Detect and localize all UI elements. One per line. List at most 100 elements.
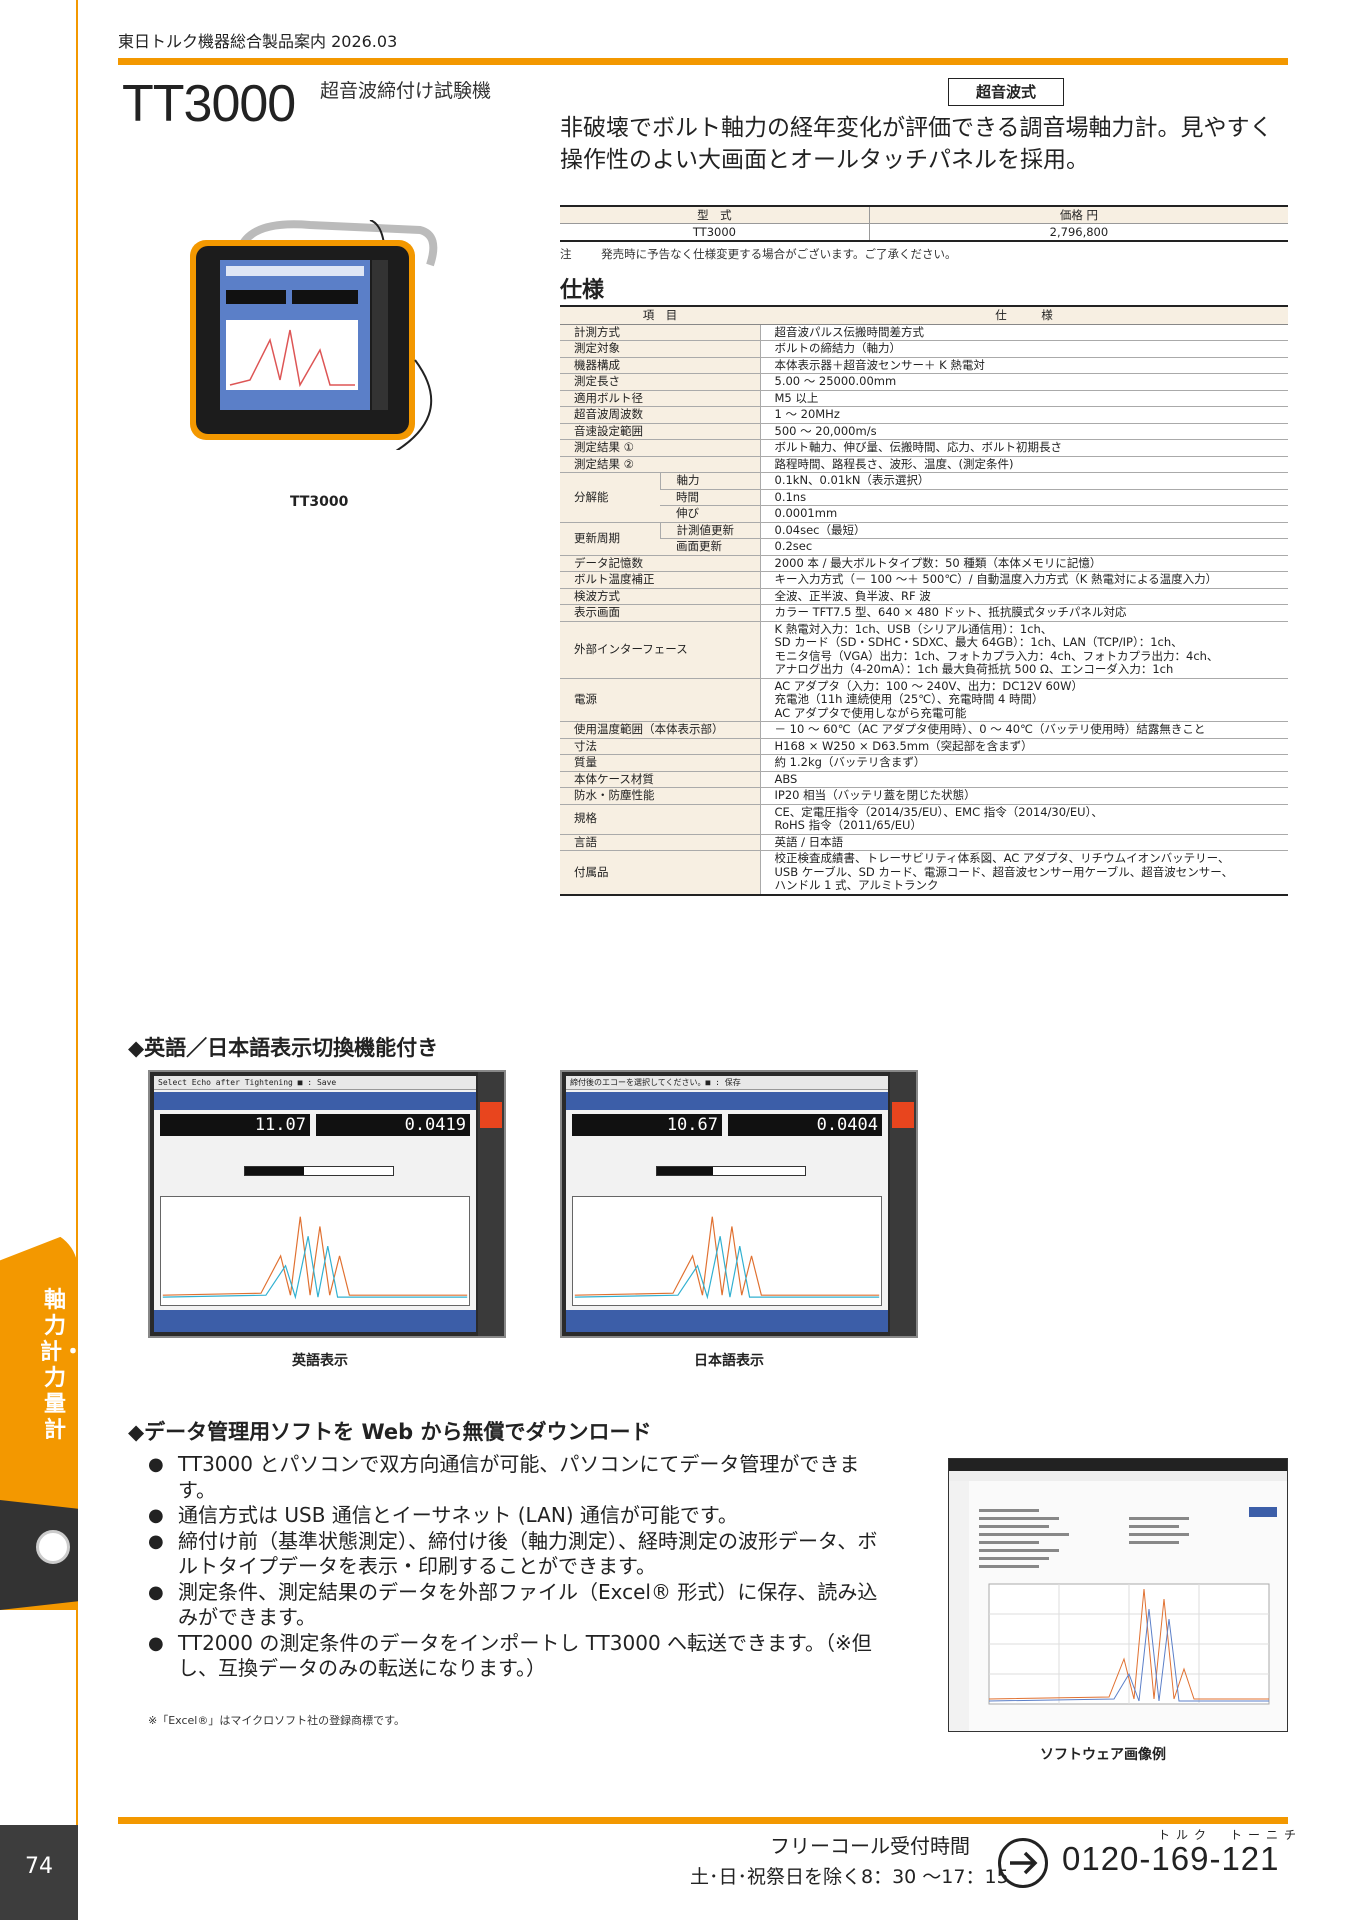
note-text: 発売時に予告なく仕様変更する場合がございます。ご了承ください。 bbox=[601, 247, 957, 261]
spec-key: 測定結果 ② bbox=[560, 456, 760, 473]
spec-row: 測定対象ボルトの締結力（軸力） bbox=[560, 340, 1288, 358]
en-readout-tension: 11.07 bbox=[160, 1114, 310, 1136]
price-model: TT3000 bbox=[560, 223, 870, 242]
spec-row: ボルト温度補正キー入力方式（－ 100 ～＋ 500℃）/ 自動温度入力方式（K… bbox=[560, 571, 1288, 589]
software-bullets: TT3000 とパソコンで双方向通信が可能、パソコンにてデータ管理ができます。 … bbox=[148, 1452, 888, 1682]
spec-value: 全波、正半波、負半波、RF 波 bbox=[759, 588, 1288, 605]
spec-value: 0.0001mm bbox=[759, 505, 1288, 523]
spec-row: 言語英語 / 日本語 bbox=[560, 834, 1288, 851]
spec-value: 英語 / 日本語 bbox=[759, 834, 1288, 851]
software-section-title: ◆データ管理用ソフトを Web から無償でダウンロード bbox=[128, 1420, 652, 1444]
spec-value-line: SD カード（SD・SDHC・SDXC、最大 64GB）：1ch、LAN（TCP… bbox=[774, 635, 1183, 649]
spec-key: 言語 bbox=[560, 834, 760, 851]
spec-key: 本体ケース材質 bbox=[560, 771, 760, 788]
phone-number[interactable]: 0120-169-121 bbox=[1062, 1840, 1280, 1877]
gauge-icon bbox=[36, 1530, 70, 1564]
left-margin-rule bbox=[0, 0, 78, 1920]
spec-value: 本体表示器＋超音波センサー＋ K 熱電対 bbox=[759, 357, 1288, 374]
spec-value: CE、定電圧指令（2014/35/EU）、EMC 指令（2014/30/EU）、… bbox=[759, 804, 1288, 835]
spec-subkey: 画面更新 bbox=[660, 538, 760, 556]
spec-value: ボルトの締結力（軸力） bbox=[759, 340, 1288, 358]
english-caption: 英語表示 bbox=[292, 1353, 348, 1369]
japanese-caption: 日本語表示 bbox=[694, 1353, 764, 1369]
note-mark: 注 bbox=[560, 247, 572, 261]
spec-key: 機器構成 bbox=[560, 357, 760, 374]
software-screenshot bbox=[948, 1458, 1288, 1732]
spec-value: 5.00 ～ 25000.00mm bbox=[759, 373, 1288, 391]
bullet-item: 測定条件、測定結果のデータを外部ファイル（Excel® 形式）に保存、読み込みが… bbox=[148, 1580, 888, 1631]
spec-row: 計測方式超音波パルス伝搬時間差方式 bbox=[560, 324, 1288, 341]
bullet-item: 通信方式は USB 通信とイーサネット (LAN) 通信が可能です。 bbox=[148, 1503, 888, 1529]
spec-row: 表示画面カラー TFT7.5 型、640 × 480 ドット、抵抗膜式タッチパネ… bbox=[560, 604, 1288, 622]
freecall-label: フリーコール受付時間 bbox=[770, 1834, 970, 1858]
type-badge: 超音波式 bbox=[948, 78, 1064, 106]
spec-group-key: 分解能 bbox=[560, 472, 660, 523]
spec-key: 防水・防塵性能 bbox=[560, 787, 760, 805]
price-value: 2,796,800 bbox=[868, 223, 1288, 242]
jp-screen-bar: 締付後のエコーを選択してください。■ : 保存 bbox=[566, 1076, 888, 1090]
spec-value: ABS bbox=[759, 771, 1288, 788]
en-screen-bar: Select Echo after Tightening ■ : Save bbox=[154, 1076, 476, 1090]
spec-value: IP20 相当（バッテリ蓋を閉じた状態） bbox=[759, 787, 1288, 805]
spec-value: カラー TFT7.5 型、640 × 480 ドット、抵抗膜式タッチパネル対応 bbox=[759, 604, 1288, 622]
spec-key: 付属品 bbox=[560, 850, 760, 896]
lang-section-title: ◆英語／日本語表示切換機能付き bbox=[128, 1036, 439, 1060]
spec-key: データ記憶数 bbox=[560, 555, 760, 572]
spec-value: K 熱電対入力：1ch、USB（シリアル通信用）：1ch、SD カード（SD・S… bbox=[759, 621, 1288, 679]
spec-row: 質量約 1.2kg（バッテリ含まず） bbox=[560, 754, 1288, 772]
price-note: 注 発売時に予告なく仕様変更する場合がございます。ご了承ください。 bbox=[560, 246, 957, 262]
bottom-rule bbox=[118, 1817, 1288, 1824]
spec-key: 測定対象 bbox=[560, 340, 760, 358]
spec-value-line: 校正検査成績書、トレーサビリティ体系図、AC アダプタ、リチウムイオンバッテリー… bbox=[774, 851, 1230, 865]
product-lead: 非破壊でボルト軸力の経年変化が評価できる調音場軸力計。見やすく操作性のよい大画面… bbox=[560, 115, 1273, 173]
device-image bbox=[190, 220, 438, 450]
spec-value: AC アダプタ（入力：100 ～ 240V、出力：DC12V 60W）充電池（1… bbox=[759, 678, 1288, 722]
top-rule bbox=[118, 58, 1288, 65]
bullet-item: TT2000 の測定条件のデータをインポートし TT3000 へ転送できます。（… bbox=[148, 1631, 888, 1682]
spec-title: 仕様 bbox=[560, 278, 605, 303]
spec-key: 適用ボルト径 bbox=[560, 390, 760, 407]
price-header-model: 型 式 bbox=[560, 205, 870, 224]
product-title: TT3000 bbox=[122, 75, 296, 133]
spec-subkey: 計測値更新 bbox=[659, 522, 760, 539]
spec-value: キー入力方式（－ 100 ～＋ 500℃）/ 自動温度入力方式（K 熱電対による… bbox=[759, 571, 1288, 589]
spec-value: 校正検査成績書、トレーサビリティ体系図、AC アダプタ、リチウムイオンバッテリー… bbox=[759, 850, 1288, 896]
spec-key: ボルト温度補正 bbox=[560, 571, 760, 589]
spec-value-line: モニタ信号（VGA）出力：1ch、フォトカプラ入力：4ch、フォトカプラ出力：4… bbox=[774, 648, 1219, 663]
spec-value: 0.04sec（最短） bbox=[759, 522, 1288, 539]
spec-group-key: 更新周期 bbox=[560, 522, 660, 556]
page-number: 74 bbox=[25, 1854, 53, 1879]
spec-value: M5 以上 bbox=[759, 390, 1288, 407]
spec-value: 約 1.2kg（バッテリ含まず） bbox=[759, 754, 1288, 772]
spec-key: 寸法 bbox=[560, 738, 760, 755]
spec-value: 500 ～ 20,000m/s bbox=[759, 423, 1288, 440]
spec-value-line: 充電池（11h 連続使用（25℃）、充電時間 4 時間） bbox=[774, 692, 1044, 706]
spec-row: 機器構成本体表示器＋超音波センサー＋ K 熱電対 bbox=[560, 357, 1288, 374]
spec-value: 1 ～ 20MHz bbox=[759, 406, 1288, 424]
spec-key: 表示画面 bbox=[560, 604, 760, 622]
spec-value: 0.1kN、0.01kN（表示選択） bbox=[759, 472, 1288, 490]
bullet-item: 締付け前（基準状態測定）、締付け後（軸力測定）、経時測定の波形データ、ボルトタイ… bbox=[148, 1529, 888, 1580]
spec-key: 測定結果 ① bbox=[560, 439, 760, 457]
spec-subkey: 軸力 bbox=[659, 472, 760, 490]
spec-value: 路程時間、路程長さ、波形、温度、(測定条件) bbox=[759, 456, 1288, 473]
spec-value-line: ハンドル 1 式、アルミトランク bbox=[774, 878, 939, 892]
spec-table: 項 目 仕 様 計測方式超音波パルス伝搬時間差方式測定対象ボルトの締結力（軸力）… bbox=[560, 305, 1288, 896]
spec-value-line: アナログ出力（4-20mA）：1ch 最大負荷抵抗 500 Ω、エンコーダ入力：… bbox=[774, 662, 1174, 676]
jp-readout-tension: 10.67 bbox=[572, 1114, 722, 1136]
